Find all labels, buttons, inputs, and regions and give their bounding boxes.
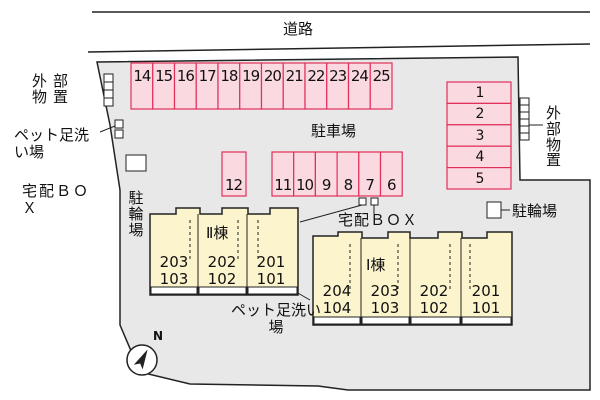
pet-wash-left-symbol (114, 119, 124, 139)
parking-space-10 (293, 151, 317, 197)
storage-sheds-right (519, 97, 530, 141)
parking-space-16 (173, 62, 197, 110)
storage-sheds-left (103, 73, 114, 107)
bicycle-right-symbol (486, 201, 502, 219)
parking-space-21 (282, 62, 306, 110)
parking-space-17 (195, 62, 219, 110)
building-ii-shape (149, 207, 299, 296)
parking-space-20 (260, 62, 284, 110)
delivery-box-left-symbol (125, 154, 147, 172)
parking-space-1 (446, 81, 512, 104)
parking-space-4 (446, 145, 512, 169)
pet-wash-center-leader (299, 204, 363, 223)
parking-column-right (446, 81, 512, 190)
parking-space-19 (239, 62, 263, 110)
road-edge-bottom (87, 43, 591, 53)
parking-space-9 (314, 151, 338, 197)
parking-space-14 (130, 62, 154, 110)
parking-row-middle (221, 151, 403, 197)
parking-space-11 (271, 151, 295, 197)
parking-space-8 (336, 151, 360, 197)
parking-space-2 (446, 102, 512, 126)
parking-space-6 (379, 151, 403, 197)
parking-space-15 (152, 62, 176, 110)
parking-space-25 (369, 62, 393, 110)
delivery-box-center-symbol (358, 197, 367, 206)
parking-space-24 (347, 62, 371, 110)
pet-wash-left-leader (99, 125, 116, 133)
parking-space-23 (326, 62, 350, 110)
pet-wash-center-symbol (370, 197, 379, 206)
parking-row-top (130, 62, 393, 110)
building-i-shape (312, 231, 513, 326)
parking-space-3 (446, 124, 512, 147)
parking-space-12 (221, 151, 247, 197)
parking-space-22 (304, 62, 328, 110)
compass-icon (126, 344, 158, 376)
parking-space-18 (217, 62, 241, 110)
parking-space-5 (446, 167, 512, 190)
parking-space-7 (358, 151, 382, 197)
